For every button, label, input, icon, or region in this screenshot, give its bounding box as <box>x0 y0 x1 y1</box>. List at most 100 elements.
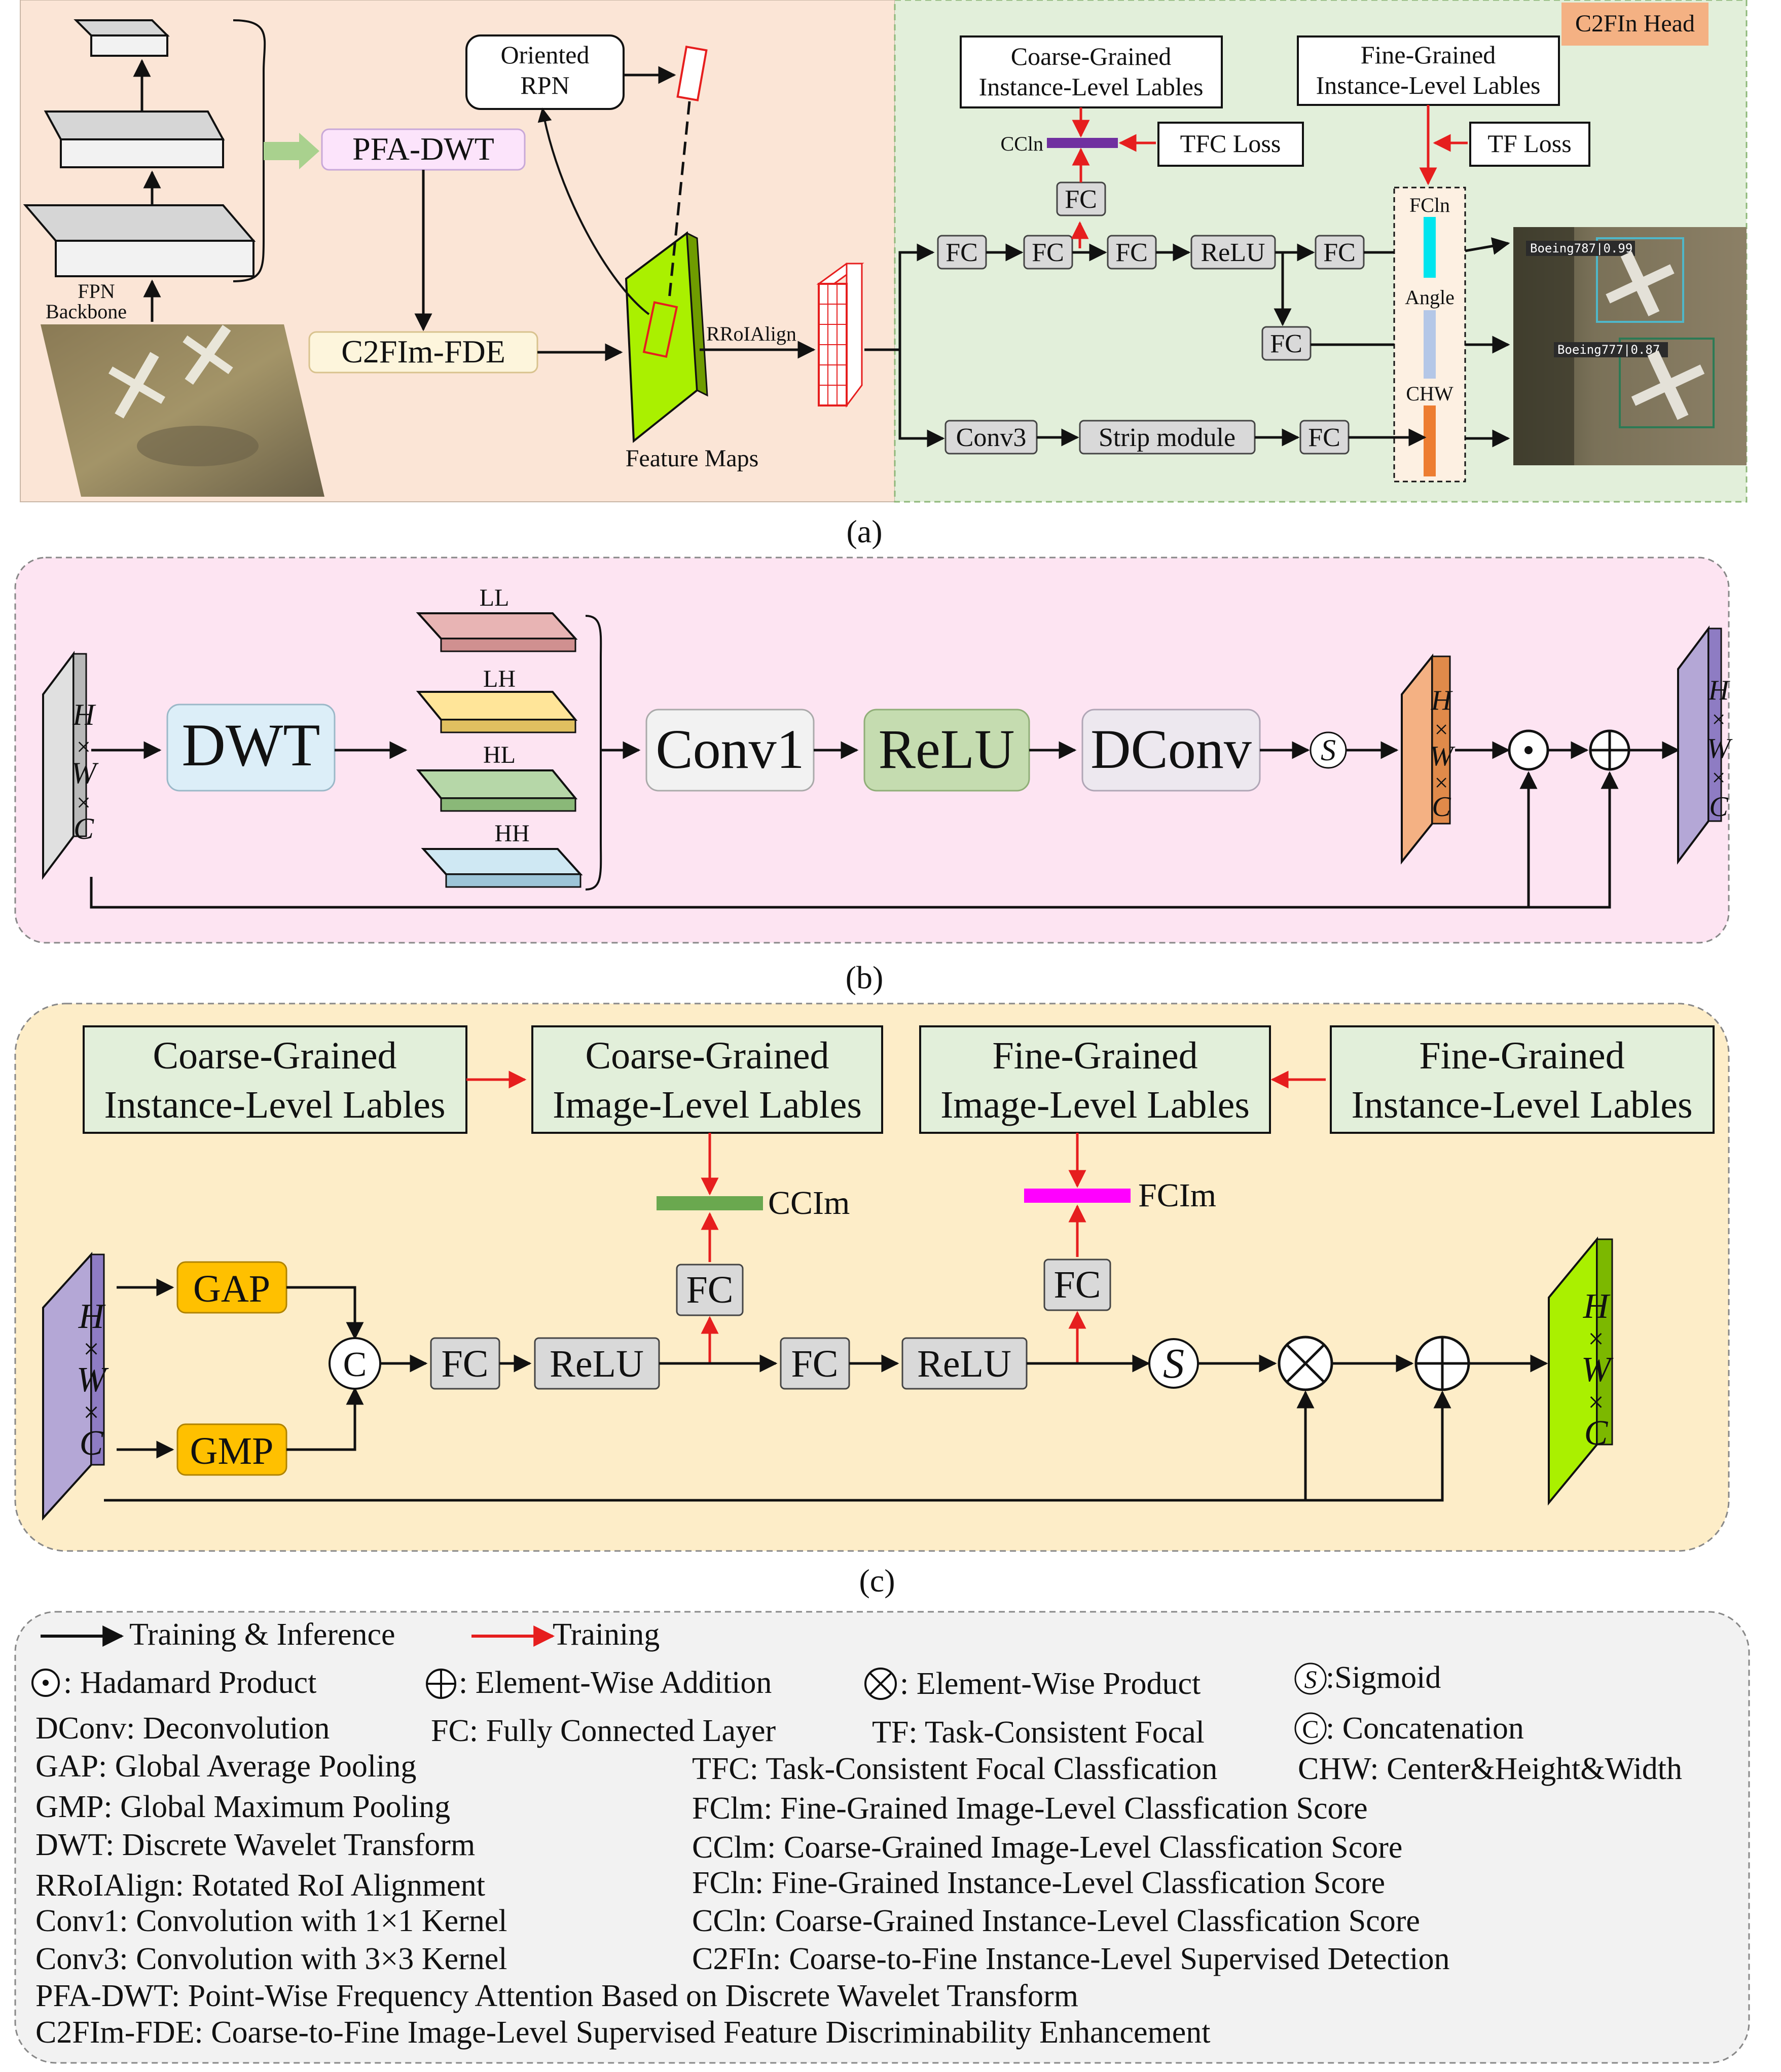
airplane-icon <box>183 325 233 385</box>
rpn-proposal-box <box>676 45 708 102</box>
c-fine-instance-box <box>1330 1025 1715 1134</box>
hadamard-icon <box>1508 729 1549 771</box>
ccim-label: CCIm <box>768 1185 850 1222</box>
panel-a: FPN Backbone PFA-DWT C2FIm-FDE Oriented <box>20 0 1748 549</box>
roi-feature-grid <box>816 263 864 408</box>
legend-gap: GAP: Global Average Pooling <box>35 1749 416 1784</box>
tf-loss-label: TF Loss <box>1487 129 1571 158</box>
roi-box <box>642 301 678 358</box>
fc-label-a3: FC <box>1115 238 1148 267</box>
rroialign-label: RRoIAlign <box>706 322 796 345</box>
legend-c2fin: C2FIn: Coarse-to-Fine Instance-Level Sup… <box>692 1942 1449 1976</box>
legend-tf: TF: Task-Consistent Focal <box>872 1715 1205 1750</box>
dwt-box <box>166 704 336 792</box>
legend: Training & Inference Training : Hadamard… <box>14 1611 1750 2064</box>
in-c: C <box>74 812 94 845</box>
legend-pfa-dwt: PFA-DWT: Point-Wise Frequency Attention … <box>35 1979 1078 2013</box>
pfa-dwt-label: PFA-DWT <box>352 131 494 167</box>
coarse-instance-labels-box <box>960 35 1223 108</box>
legend-c2fim-fde: C2FIm-FDE: Coarse-to-Fine Image-Level Su… <box>35 2015 1211 2050</box>
fc-label-c1: FC <box>686 1269 734 1311</box>
panel-c: Coarse-Grained Instance-Level Lables Coa… <box>14 1003 1730 1599</box>
add-icon <box>426 1669 456 1699</box>
caption-a: (a) <box>846 513 882 549</box>
fc-label-a5: FC <box>1270 329 1302 358</box>
detection-result-image: Boeing787|0.99 Boeing777|0.87 <box>1513 227 1747 465</box>
legend-fc: FC: Fully Connected Layer <box>431 1714 776 1748</box>
airplane-icon <box>1631 350 1705 420</box>
legend-gmp: GMP: Global Maximum Pooling <box>35 1790 450 1824</box>
output-tensor-c: H × W × C <box>1548 1236 1614 1506</box>
tfc-loss-box <box>1157 122 1304 167</box>
c-coarse-image-1: Coarse-Grained <box>585 1034 829 1077</box>
output-tensor-b: H × W × C <box>1677 625 1733 865</box>
relu-label-b: ReLU <box>879 718 1015 780</box>
ll-label: LL <box>480 584 510 611</box>
legend-product: : Element-Wise Product <box>900 1667 1201 1701</box>
dwt-label: DWT <box>181 711 320 779</box>
fc-label-a1: FC <box>946 238 978 267</box>
mid-times-2: × <box>1434 769 1448 796</box>
out-times-1: × <box>1712 706 1725 733</box>
legend-training: Training <box>553 1617 660 1652</box>
legend-fcln: FCln: Fine-Grained Instance-Level Classf… <box>692 1866 1385 1900</box>
panel-b: H × W × C DWT LL LH HL HH <box>14 557 1733 995</box>
out-h: H <box>1708 675 1730 706</box>
c-fine-image-1: Fine-Grained <box>992 1034 1197 1077</box>
angle-bar <box>1424 310 1436 379</box>
c-coarse-instance-1: Coarse-Grained <box>153 1034 396 1077</box>
fcin-bar <box>1424 217 1436 278</box>
c-coarse-instance-box <box>83 1025 467 1134</box>
caption-c: (c) <box>859 1563 895 1599</box>
lh-label: LH <box>483 665 516 692</box>
c-out-w: W <box>1581 1350 1614 1389</box>
fcim-label: FCIm <box>1138 1177 1216 1214</box>
chw-label: CHW <box>1406 382 1453 405</box>
dconv-label: DConv <box>1091 718 1252 780</box>
hl-label: HL <box>483 742 516 768</box>
fpn-backbone: FPN Backbone <box>23 19 266 323</box>
legend-conv3: Conv3: Convolution with 3×3 Kernel <box>35 1942 507 1976</box>
legend-ccln: CCln: Coarse-Grained Instance-Level Clas… <box>692 1904 1420 1938</box>
add-icon-b <box>1589 729 1630 771</box>
c-coarse-instance-2: Instance-Level Lables <box>104 1084 445 1126</box>
c-out-h: H <box>1583 1287 1611 1326</box>
add-icon-c <box>1414 1336 1470 1391</box>
legend-cclm: CClm: Coarse-Grained Image-Level Classfi… <box>692 1830 1402 1865</box>
airplane-icon <box>1606 251 1675 316</box>
out-times-2: × <box>1712 764 1725 791</box>
element-product-icon <box>1278 1336 1333 1391</box>
c-in-c: C <box>80 1424 104 1463</box>
c-fine-instance-1: Fine-Grained <box>1419 1034 1624 1077</box>
fine-instance-labels-2: Instance-Level Lables <box>1316 71 1541 99</box>
feature-maps-label: Feature Maps <box>626 445 759 472</box>
oriented-rpn-label-2: RPN <box>520 71 569 99</box>
input-tensor-b: H × W × C <box>42 651 99 880</box>
attention-tensor-b: H × W × C <box>1401 653 1456 865</box>
legend-train-infer: Training & Inference <box>129 1617 395 1652</box>
legend-sigmoid-sym: S <box>1304 1665 1317 1693</box>
c-out-c: C <box>1584 1414 1609 1453</box>
gmp-label: GMP <box>190 1430 274 1472</box>
sigmoid-s-b: S <box>1321 733 1336 767</box>
subband-ll: LL <box>416 584 578 652</box>
legend-sigmoid: :Sigmoid <box>1326 1660 1441 1695</box>
fpn-label-line2: Backbone <box>46 300 127 323</box>
legend-fclm: FClm: Fine-Grained Image-Level Classfica… <box>692 1791 1368 1826</box>
legend-tfc: TFC: Task-Consistent Focal Classfication <box>692 1752 1217 1786</box>
concat-c: C <box>343 1345 367 1384</box>
in-h: H <box>72 698 96 731</box>
c2fin-head-title-box <box>1561 3 1709 46</box>
conv3-label: Conv3 <box>956 423 1027 452</box>
c-fine-instance-2: Instance-Level Lables <box>1351 1084 1692 1126</box>
fc-label-a6: FC <box>1065 185 1097 214</box>
legend-dwt: DWT: Discrete Wavelet Transform <box>35 1828 475 1862</box>
in-times-2: × <box>77 788 91 817</box>
airplane-icon <box>108 352 165 419</box>
detection-label-1: Boeing787|0.99 <box>1530 241 1632 255</box>
c-out-times-2: × <box>1588 1387 1604 1418</box>
legend-addition: : Element-Wise Addition <box>459 1666 772 1700</box>
relu-label-c1: ReLU <box>550 1343 644 1385</box>
hh-label: HH <box>494 820 529 847</box>
